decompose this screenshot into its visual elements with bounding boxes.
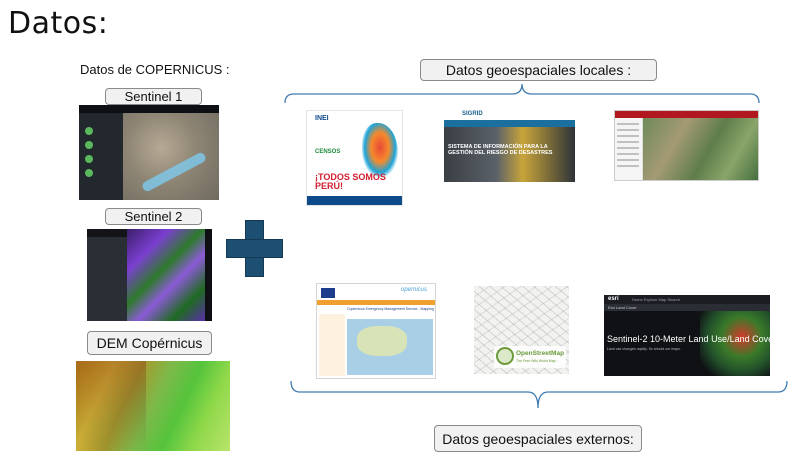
inei-slogan: ¡TODOS SOMOS PERÚ! — [315, 172, 386, 191]
sigrid-logo: SIGRID — [462, 111, 483, 117]
local-data-label: Datos geoespaciales locales : — [420, 59, 657, 81]
osm-title: OpenStreetMap — [516, 350, 565, 357]
sigrid-hero-text: SISTEMA DE INFORMACIÓN PARA LA GESTIÓN D… — [448, 144, 553, 157]
plus-icon-bar — [226, 239, 283, 258]
brace-bottom — [290, 380, 788, 409]
esri-land-cover-screenshot: esri Home Explore Map Search Esri Land C… — [604, 295, 770, 376]
ems-title: Copernicus Emergency Management Service … — [347, 307, 434, 311]
esri-subnav: Esri Land Cover — [608, 305, 637, 310]
peru-map-collage — [362, 123, 398, 177]
external-data-label: Datos geoespaciales externos: — [434, 425, 642, 452]
sentinel1-label: Sentinel 1 — [105, 88, 202, 105]
inei-censo-text: CENSOS — [315, 149, 341, 155]
copernicus-logo: opernicus — [401, 287, 428, 293]
copernicus-ems-screenshot: opernicus Copernicus Emergency Managemen… — [316, 283, 436, 379]
sentinel2-label: Sentinel 2 — [105, 208, 202, 225]
esri-headline: Sentinel-2 10-Meter Land Use/Land Cover — [607, 334, 770, 344]
dem-elevation-image — [76, 361, 230, 451]
inei-censos-screenshot: INEI CENSOS ¡TODOS SOMOS PERÚ! — [306, 110, 403, 206]
inei-logo: INEI — [315, 115, 329, 122]
esri-nav: Home Explore Map Search — [632, 297, 681, 302]
brace-top — [284, 83, 760, 104]
esri-logo: esri — [608, 296, 619, 302]
osm-subtitle: The Free Wiki World Map — [516, 359, 556, 363]
copernicus-heading: Datos de COPERNICUS : — [80, 62, 230, 77]
sentinel2-browser-screenshot — [87, 229, 212, 321]
openstreetmap-screenshot: OpenStreetMap The Free Wiki World Map — [474, 286, 569, 374]
magnifier-icon — [496, 347, 514, 365]
eu-flag-icon — [321, 288, 335, 298]
sentinel1-browser-screenshot — [79, 105, 219, 200]
geoportal-viewer-screenshot — [614, 110, 759, 181]
page-title: Datos: — [8, 6, 109, 41]
dem-label: DEM Copérnicus — [87, 331, 212, 355]
esri-small-text: Land use changes rapidly. So should our … — [607, 347, 681, 351]
sigrid-website-screenshot: SIGRID SISTEMA DE INFORMACIÓN PARA LA GE… — [444, 110, 575, 192]
